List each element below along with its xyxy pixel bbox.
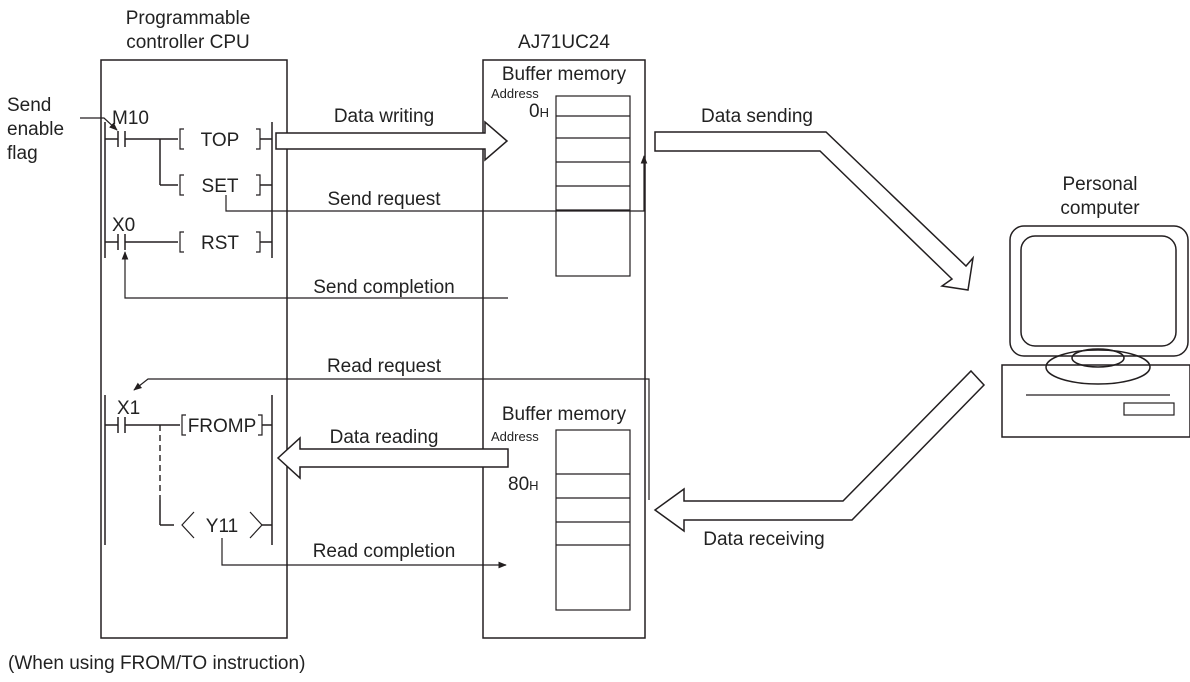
arrow-data-receiving <box>653 369 986 533</box>
instr-rst-bracket-right <box>256 231 261 253</box>
arrow-data-reading <box>276 436 509 480</box>
coil-y11: Y11 <box>206 516 238 537</box>
plc-cpu-box <box>100 59 288 639</box>
line-read-completion <box>221 538 507 569</box>
line-send-completion <box>121 251 508 299</box>
caption: (When using FROM/TO instruction) <box>8 653 305 674</box>
instr-top-bracket-left <box>179 128 184 150</box>
module-box <box>482 59 646 639</box>
buffer-bottom-title: Buffer memory <box>502 404 627 425</box>
label-data-reading: Data reading <box>330 427 439 448</box>
coil-y11-left <box>181 511 195 539</box>
label-send-completion: Send completion <box>313 277 455 298</box>
label-data-receiving: Data receiving <box>703 529 824 550</box>
label-send-request: Send request <box>327 189 441 210</box>
instr-top-bracket-right <box>256 128 261 150</box>
instr-rst: RST <box>201 233 239 254</box>
send-enable-label-1: Send <box>7 95 51 116</box>
buffer-top-title: Buffer memory <box>502 64 627 85</box>
instr-fromp-bracket-left <box>181 414 186 436</box>
arrow-data-sending <box>654 131 975 291</box>
buffer-top-address-value: 0H <box>529 101 549 122</box>
instr-fromp: FROMP <box>188 416 257 437</box>
instr-rst-bracket-left <box>179 231 184 253</box>
pc-label-2: computer <box>1060 198 1140 219</box>
instr-top: TOP <box>201 130 240 151</box>
personal-computer-icon <box>1001 225 1190 438</box>
send-enable-label-3: flag <box>7 143 38 164</box>
buffer-bottom-cells <box>555 429 631 611</box>
label-data-writing: Data writing <box>334 106 434 127</box>
contact-m10 <box>105 131 178 147</box>
arrow-data-writing <box>275 120 509 162</box>
instr-fromp-bracket-right <box>258 414 263 436</box>
label-read-completion: Read completion <box>313 541 456 562</box>
buffer-bottom-address-value: 80H <box>508 474 539 495</box>
buffer-top-cells <box>555 95 631 277</box>
instr-set-bracket-right <box>256 174 261 196</box>
instr-set: SET <box>202 176 239 197</box>
line-read-request <box>133 378 650 500</box>
buffer-top-address-label: Address <box>491 86 539 101</box>
plc-title-line2: controller CPU <box>126 32 250 53</box>
plc-title-line1: Programmable <box>126 8 251 29</box>
contact-m10-label: M10 <box>112 108 149 129</box>
send-enable-label-2: enable <box>7 119 64 140</box>
line-send-request <box>225 155 648 212</box>
label-read-request: Read request <box>327 356 442 377</box>
contact-x1 <box>105 417 180 433</box>
pc-label-1: Personal <box>1063 174 1138 195</box>
contact-x0 <box>105 234 178 250</box>
instr-set-bracket-left <box>179 174 184 196</box>
buffer-bottom-address-label: Address <box>491 429 539 444</box>
contact-x1-label: X1 <box>117 398 140 419</box>
label-data-sending: Data sending <box>701 106 813 127</box>
send-enable-pointer <box>80 117 118 131</box>
contact-x0-label: X0 <box>112 215 135 236</box>
module-title: AJ71UC24 <box>518 32 610 53</box>
coil-y11-right <box>249 511 263 539</box>
